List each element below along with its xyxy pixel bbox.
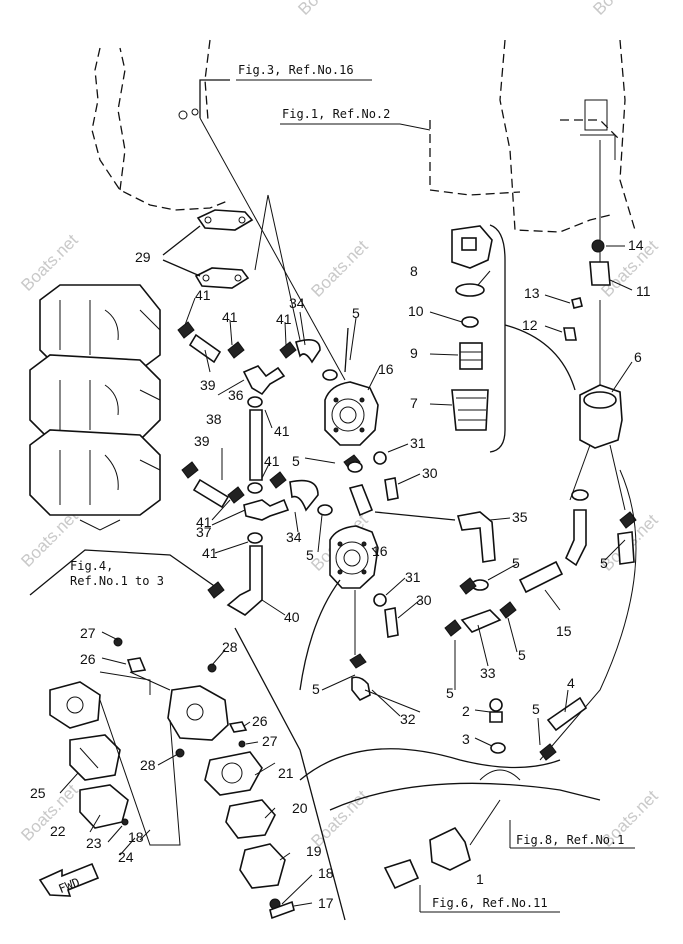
forward-arrow: FWD (38, 862, 100, 897)
part-label: 39 (194, 433, 210, 449)
part-label: 34 (289, 295, 305, 311)
part-label: 5 (306, 547, 314, 563)
part-label: 9 (410, 345, 418, 361)
part-label: 5 (600, 555, 608, 571)
part-label: 22 (50, 823, 66, 839)
part-label: 36 (228, 387, 244, 403)
part-label: 41 (196, 514, 212, 530)
part-label: 6 (634, 349, 642, 365)
part-label: 15 (556, 623, 572, 639)
part-label: 33 (480, 665, 496, 681)
ref-fig1-label: Fig.1, Ref.No.2 (282, 107, 390, 121)
part-label: 1 (476, 871, 484, 887)
part-label: 5 (352, 305, 360, 321)
part-label: 5 (518, 647, 526, 663)
fuel-pump-upper (322, 327, 379, 446)
part-label: 37 (196, 524, 212, 540)
part-label: 41 (195, 287, 211, 303)
part-label: 29 (135, 249, 151, 265)
part-label: 16 (378, 361, 394, 377)
part-label: 3 (462, 731, 470, 747)
part-label: 5 (512, 555, 520, 571)
part-label: 17 (318, 895, 334, 911)
fuel-filter-assembly (563, 140, 623, 449)
part-label: 26 (252, 713, 268, 729)
part-label: 31 (410, 435, 426, 451)
part-label: 23 (86, 835, 102, 851)
reference-fig1: Fig.1, Ref.No.2 (280, 107, 431, 131)
fuel-connector-assembly (299, 698, 601, 890)
part-label: 28 (222, 639, 238, 655)
part-label: 21 (278, 765, 294, 781)
part-label: 5 (312, 681, 320, 697)
part-label: 5 (532, 701, 540, 717)
fuel-filter-exploded (451, 224, 576, 453)
part-label: 10 (408, 303, 424, 319)
part-label: 13 (524, 285, 540, 301)
part-label: 41 (264, 453, 280, 469)
part-label: 11 (636, 283, 651, 299)
part-label: 8 (410, 263, 418, 279)
ref-fig4-label-2: Ref.No.1 to 3 (70, 574, 164, 588)
ref-fig8-label: Fig.8, Ref.No.1 (516, 833, 624, 847)
reference-fig6: Fig.6, Ref.No.11 (419, 885, 560, 913)
part-label: 5 (446, 685, 454, 701)
ref-fig6-label: Fig.6, Ref.No.11 (432, 896, 548, 910)
part-label: 27 (80, 625, 96, 641)
part-label: 32 (400, 711, 416, 727)
watermark: Boats.net (294, 0, 358, 19)
part-label: 18 (318, 865, 334, 881)
part-label: 31 (405, 569, 421, 585)
reference-fig8: Fig.8, Ref.No.1 (509, 820, 635, 849)
part-label: 12 (522, 317, 538, 333)
fuel-pump-exploded (49, 579, 346, 921)
part-label: 41 (274, 423, 290, 439)
ref-fig4-label-1: Fig.4, (70, 559, 113, 573)
reference-fig4: Fig.4, Ref.No.1 to 3 (29, 549, 221, 596)
ref-fig3-label: Fig.3, Ref.No.16 (238, 63, 354, 77)
part-label: 26 (80, 651, 96, 667)
part-label: 24 (118, 849, 134, 865)
part-label: 25 (30, 785, 46, 801)
fuel-hose-network-left (177, 117, 346, 616)
part-label: 41 (222, 309, 238, 325)
part-label: 19 (306, 843, 322, 859)
fuel-hose-network-right (444, 444, 637, 761)
engine-block-outline (91, 39, 636, 233)
part-label: 30 (422, 465, 438, 481)
leader-lines (59, 245, 633, 907)
fuel-pump-lower (317, 504, 379, 589)
part-label: 20 (292, 800, 308, 816)
part-label: 28 (140, 757, 156, 773)
gasket-29 (162, 194, 301, 341)
part-label: 14 (628, 237, 644, 253)
part-label: 41 (276, 311, 292, 327)
reference-fig3: Fig.3, Ref.No.16 (199, 63, 372, 118)
part-label: 5 (292, 453, 300, 469)
part-label: 38 (206, 411, 222, 427)
part-label: 39 (200, 377, 216, 393)
part-label: 41 (202, 545, 218, 561)
part-label: 18 (128, 829, 144, 845)
part-label: 16 (372, 543, 388, 559)
part-label: 34 (286, 529, 302, 545)
part-label: 40 (284, 609, 300, 625)
part-label: 30 (416, 592, 432, 608)
part-label: 35 (512, 509, 528, 525)
watermark: Boats.net (307, 786, 371, 850)
watermark: Boats.net (307, 236, 371, 300)
part-number-labels: 29 41 41 41 34 5 39 36 38 41 39 41 5 41 … (30, 237, 651, 911)
part-label: 7 (410, 395, 418, 411)
part-label: 27 (262, 733, 278, 749)
part-label: 2 (462, 703, 470, 719)
watermark: Boats.net (589, 0, 653, 19)
part-label: 4 (567, 675, 575, 691)
carburetor-stack (29, 284, 161, 531)
hose-35-assembly (343, 451, 496, 713)
